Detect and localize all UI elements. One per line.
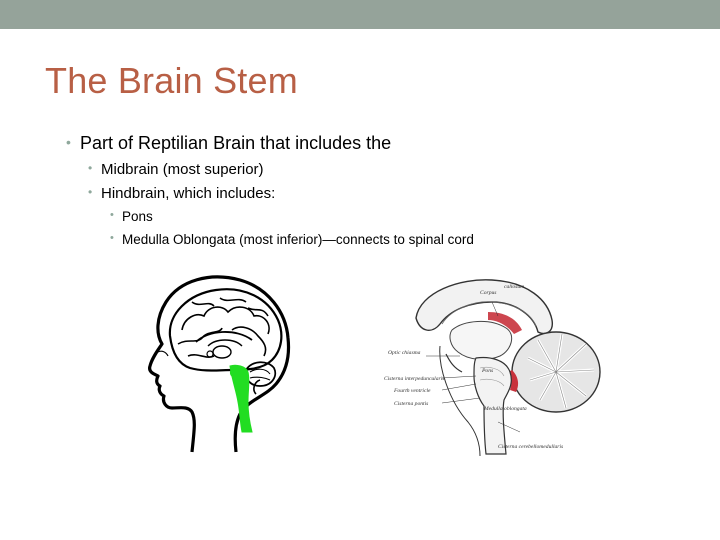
bullet-item-midbrain: • Midbrain (most superior) <box>88 161 264 178</box>
slide-title: The Brain Stem <box>45 60 298 101</box>
bullet-dot: • <box>88 185 93 199</box>
label-callosum: callosum <box>504 284 524 290</box>
label-pons: Pons <box>481 368 493 374</box>
label-corpus: Corpus <box>480 290 496 296</box>
brainstem-sagittal-section-diagram: Corpus callosum Optic chiasma Cisterna i… <box>380 272 610 460</box>
bullet-dot: • <box>66 134 71 150</box>
bullet-text: Midbrain (most superior) <box>101 161 264 178</box>
bullet-item-hindbrain: • Hindbrain, which includes: <box>88 185 276 202</box>
brain-head-profile-illustration <box>148 272 313 460</box>
bullet-dot: • <box>110 232 114 244</box>
bullet-dot: • <box>110 209 114 221</box>
label-optic-chiasma: Optic chiasma <box>388 350 421 356</box>
bullet-dot: • <box>88 161 93 175</box>
bullet-text: Part of Reptilian Brain that includes th… <box>80 133 392 153</box>
bullet-item-medulla: • Medulla Oblongata (most inferior)—conn… <box>110 232 474 247</box>
label-medulla: Medulla oblongata <box>483 406 527 412</box>
label-cisterna-cerebellomedullaris: Cisterna cerebellomedullaris <box>498 444 563 450</box>
bullet-text: Pons <box>122 209 153 224</box>
top-accent-bar <box>0 0 720 29</box>
bullet-item-reptilian-brain: • Part of Reptilian Brain that includes … <box>66 133 392 154</box>
bullet-text: Hindbrain, which includes: <box>101 185 276 202</box>
label-cisterna-interpeduncularis: Cisterna interpeduncularis <box>384 376 444 382</box>
label-cisterna-pontis: Cisterna pontis <box>394 401 428 407</box>
label-fourth-ventricle: Fourth ventricle <box>393 388 431 394</box>
bullet-item-pons: • Pons <box>110 209 153 224</box>
bullet-text: Medulla Oblongata (most inferior)—connec… <box>122 232 474 247</box>
